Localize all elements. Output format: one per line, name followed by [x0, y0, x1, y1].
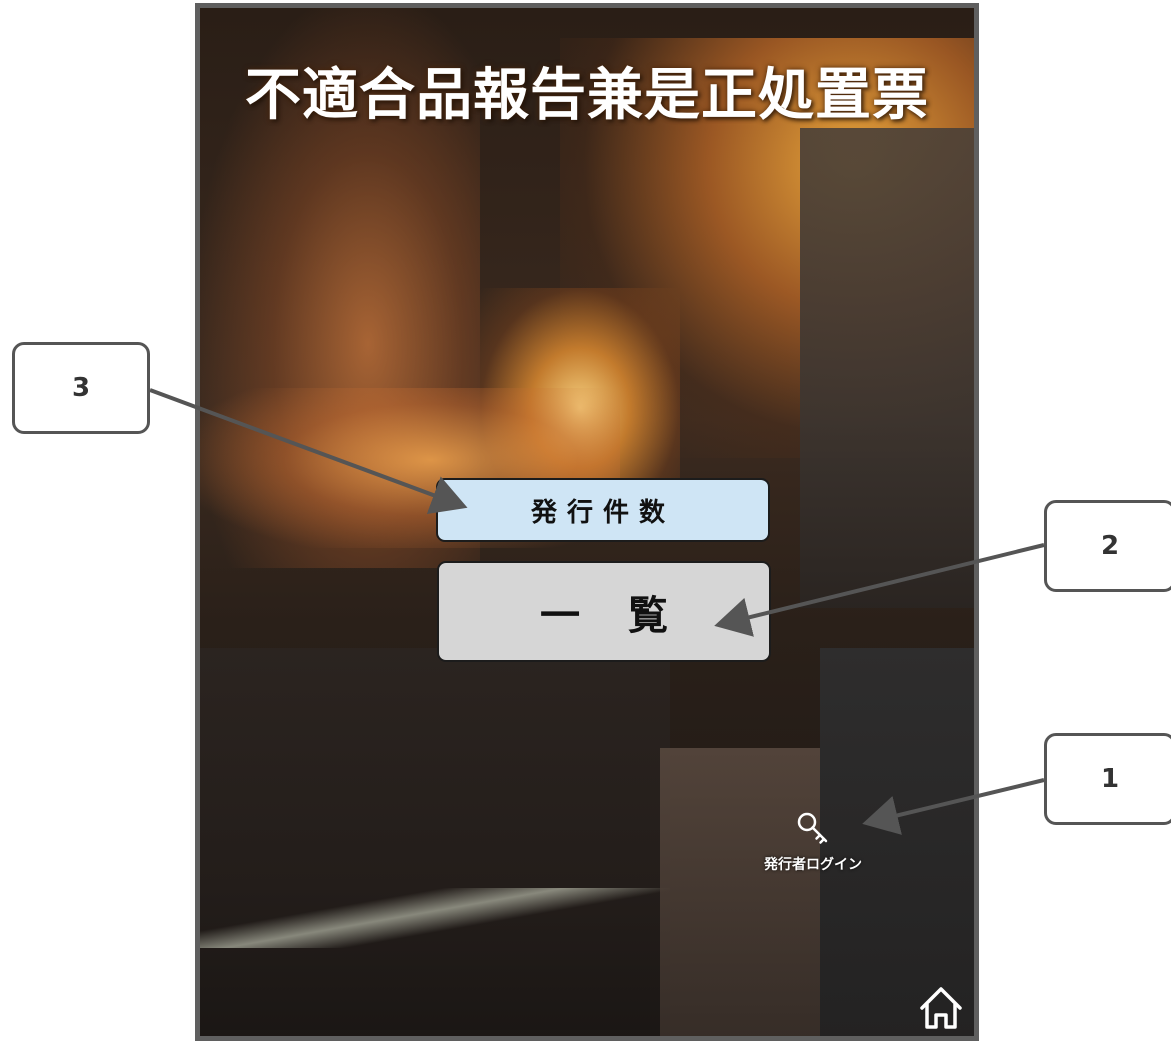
- callout-2-number: 2: [1100, 531, 1120, 561]
- issue-count-button-label: 発行件数: [530, 497, 675, 528]
- callout-1: 1: [1044, 733, 1171, 825]
- issuer-login-button[interactable]: 発行者ログイン: [748, 810, 878, 890]
- callout-2: 2: [1044, 500, 1171, 592]
- app-title: 不適合品報告兼是正処置票: [245, 63, 929, 128]
- list-button-label: 一覧: [540, 592, 716, 639]
- key-icon: [795, 810, 831, 850]
- callout-3: 3: [12, 342, 150, 434]
- app-screen: 不適合品報告兼是正処置票 発行件数 一覧 発行者ログイン: [195, 3, 979, 1041]
- issuer-login-label: 発行者ログイン: [764, 857, 862, 873]
- issue-count-button[interactable]: 発行件数: [436, 478, 770, 542]
- home-icon: [916, 987, 966, 1036]
- home-button[interactable]: [916, 984, 966, 1032]
- callout-1-number: 1: [1100, 764, 1120, 794]
- callout-3-number: 3: [71, 373, 91, 403]
- list-button[interactable]: 一覧: [437, 561, 771, 662]
